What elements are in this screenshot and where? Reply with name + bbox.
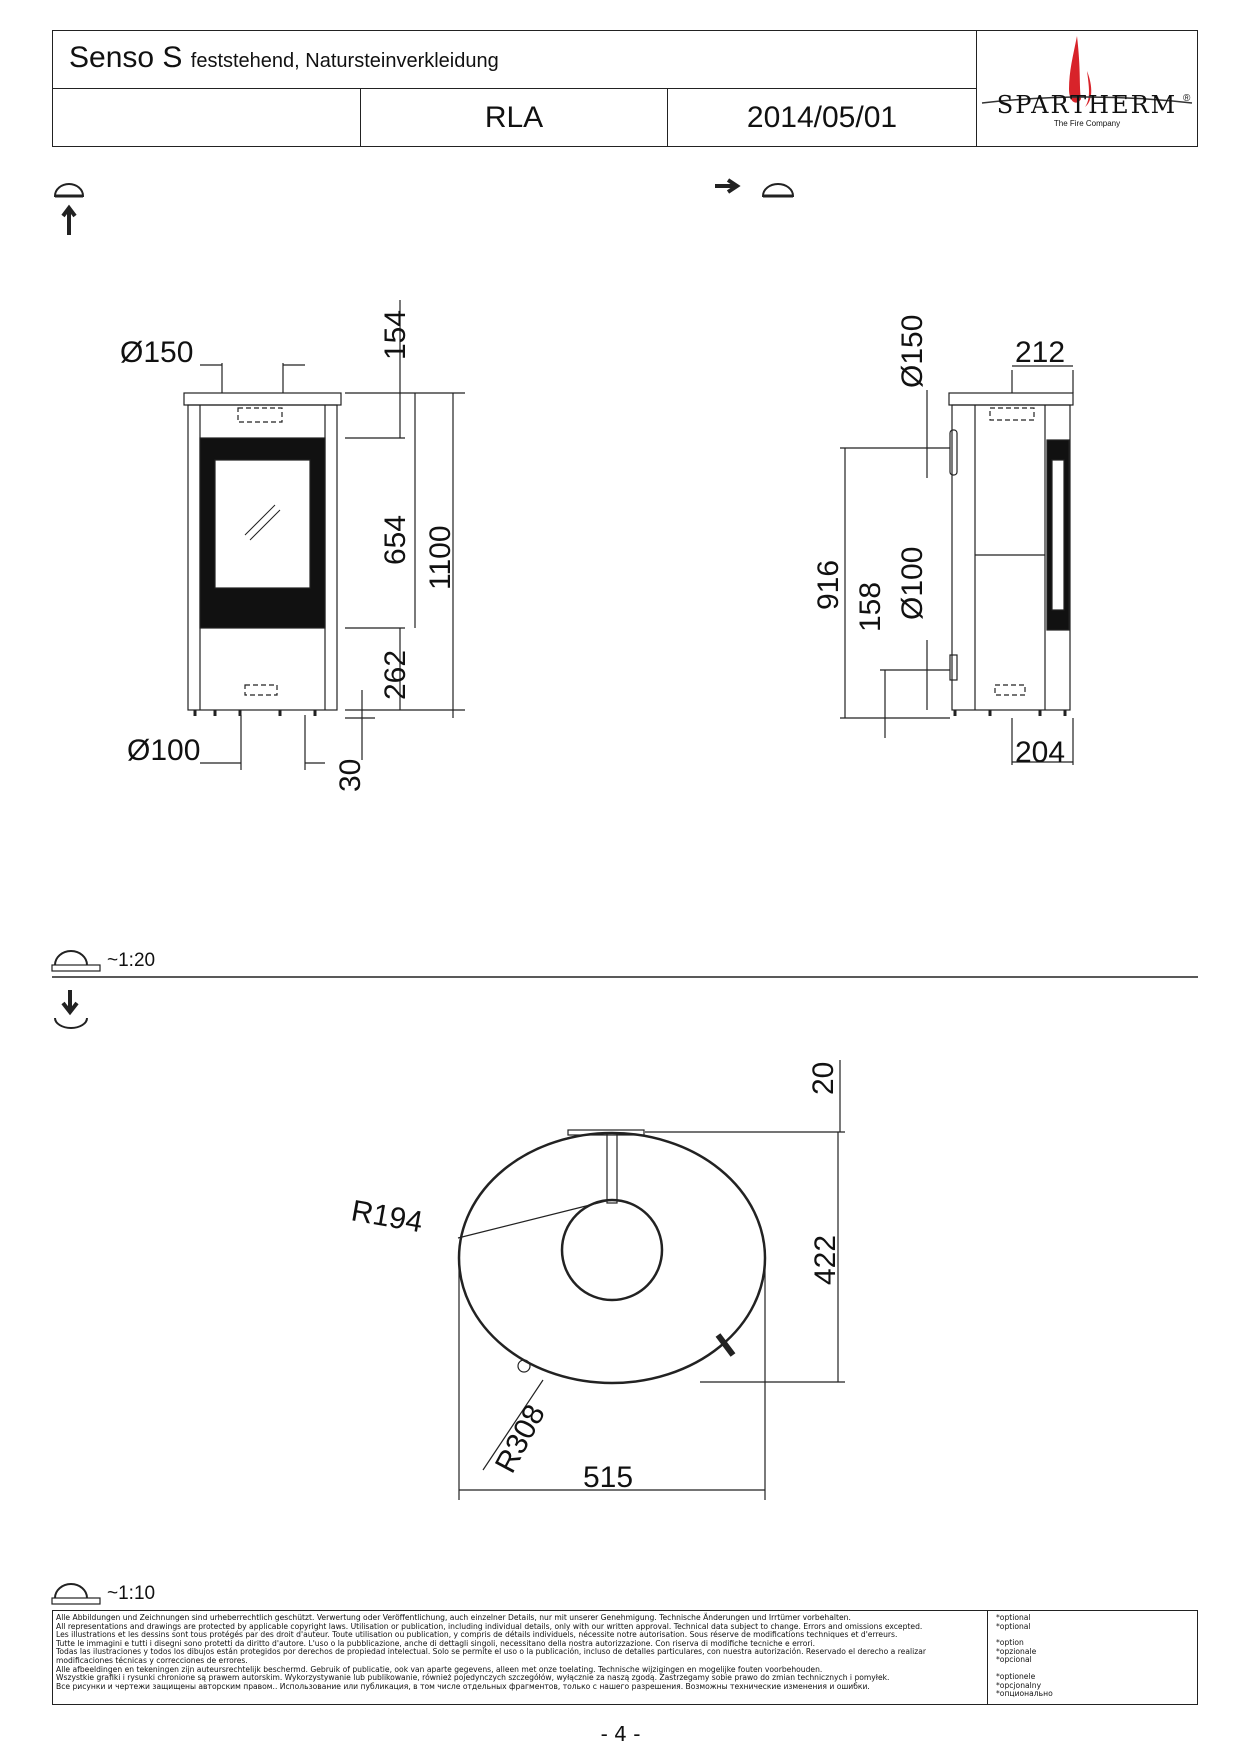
dim-back-height: 916 (812, 560, 845, 610)
title-block: Senso S feststehend, Natursteinverkleidu… (52, 30, 1198, 147)
optional-de: *optional (996, 1613, 1031, 1622)
scale-icon (51, 950, 101, 972)
scale-label-top: ~1:20 (107, 950, 155, 971)
top-dimensions: 20 R194 422 R308 515 (349, 1062, 842, 1494)
dim-width: 515 (583, 1461, 633, 1494)
optional-legend: *optional *optional *option *opzionale *… (987, 1611, 1196, 1704)
dim-bottom: 262 (379, 650, 412, 700)
top-view (457, 1060, 845, 1500)
logo-text: SPARTHERM (997, 91, 1177, 119)
optional-es: *opcional (996, 1655, 1032, 1665)
top-view-icon (54, 990, 88, 1029)
copyright-pl: Wszystkie grafiki i rysunki chronione są… (56, 1673, 890, 1683)
registered-mark: ® (1183, 93, 1191, 104)
copyright-it: Tutte le immagini e tutti i disegni sono… (56, 1638, 816, 1648)
dim-radius-outer: R308 (489, 1399, 552, 1478)
dim-top: 154 (379, 310, 412, 360)
logo-tagline: The Fire Company (1054, 119, 1120, 128)
optional-ru: *опционально (996, 1689, 1053, 1699)
document-title: Senso S feststehend, Natursteinverkleidu… (69, 41, 499, 75)
copyright-de: Alle Abbildungen und Zeichnungen sind ur… (56, 1613, 851, 1622)
dim-flue-bottom: Ø100 (127, 734, 200, 767)
dim-door: 654 (379, 515, 412, 565)
dim-flue-back-lower: Ø100 (896, 547, 929, 620)
front-view (183, 300, 465, 770)
copyright-es: Todas las ilustraciones y todos los dibu… (56, 1647, 926, 1665)
spartherm-logo: SPARTHERM ® The Fire Company (977, 31, 1197, 146)
dim-top-gap: 20 (807, 1062, 840, 1095)
copyright-nl: Alle afbeeldingen en tekeningen zijn aut… (56, 1664, 823, 1674)
copyright-ru: Все рисунки и чертежи защищены авторским… (56, 1681, 870, 1691)
scale-label-bottom: ~1:10 (107, 1583, 155, 1604)
dim-top-offset: 212 (1015, 336, 1065, 369)
copyright-block: Alle Abbildungen und Zeichnungen sind ur… (52, 1610, 1198, 1705)
copyright-fr: Les illustrations et les dessins sont to… (56, 1630, 898, 1640)
optional-en: *optional (996, 1621, 1031, 1631)
flame-icon: SPARTHERM ® The Fire Company (981, 36, 1193, 128)
dim-flue-back: Ø150 (896, 315, 929, 388)
side-view (840, 365, 1074, 765)
model-subtitle: feststehend, Natursteinverkleidung (190, 50, 499, 72)
optional-pl: *opcjonalny (996, 1680, 1042, 1690)
copyright-text: Alle Abbildungen und Zeichnungen sind ur… (56, 1613, 981, 1691)
model-name: Senso S (69, 41, 183, 74)
title-cell: Senso S feststehend, Natursteinverkleidu… (53, 31, 977, 89)
empty-cell (53, 89, 361, 146)
dim-radius-inner: R194 (349, 1194, 425, 1239)
optional-nl: *optionele (996, 1671, 1036, 1681)
side-dimensions: Ø150 212 916 158 Ø100 204 (812, 315, 1065, 769)
front-view-icon (53, 183, 85, 235)
dim-bottom-offset: 204 (1015, 736, 1065, 769)
date-cell: 2014/05/01 (668, 89, 977, 146)
copyright-en: All representations and drawings are pro… (56, 1621, 923, 1631)
dim-total: 1100 (424, 525, 457, 590)
page-number: - 4 - (600, 1722, 641, 1746)
front-dimensions: Ø150 154 654 1100 262 30 Ø100 (120, 310, 457, 792)
optional-it: *opzionale (996, 1646, 1037, 1656)
optional-fr: *option (996, 1638, 1024, 1648)
side-view-icon (715, 178, 795, 198)
scale-icon (51, 1583, 101, 1605)
author-cell: RLA (361, 89, 668, 146)
dim-lower: 158 (854, 582, 887, 632)
dim-feet: 30 (334, 759, 367, 792)
dim-flue-top: Ø150 (120, 336, 193, 369)
dim-depth: 422 (809, 1235, 842, 1285)
